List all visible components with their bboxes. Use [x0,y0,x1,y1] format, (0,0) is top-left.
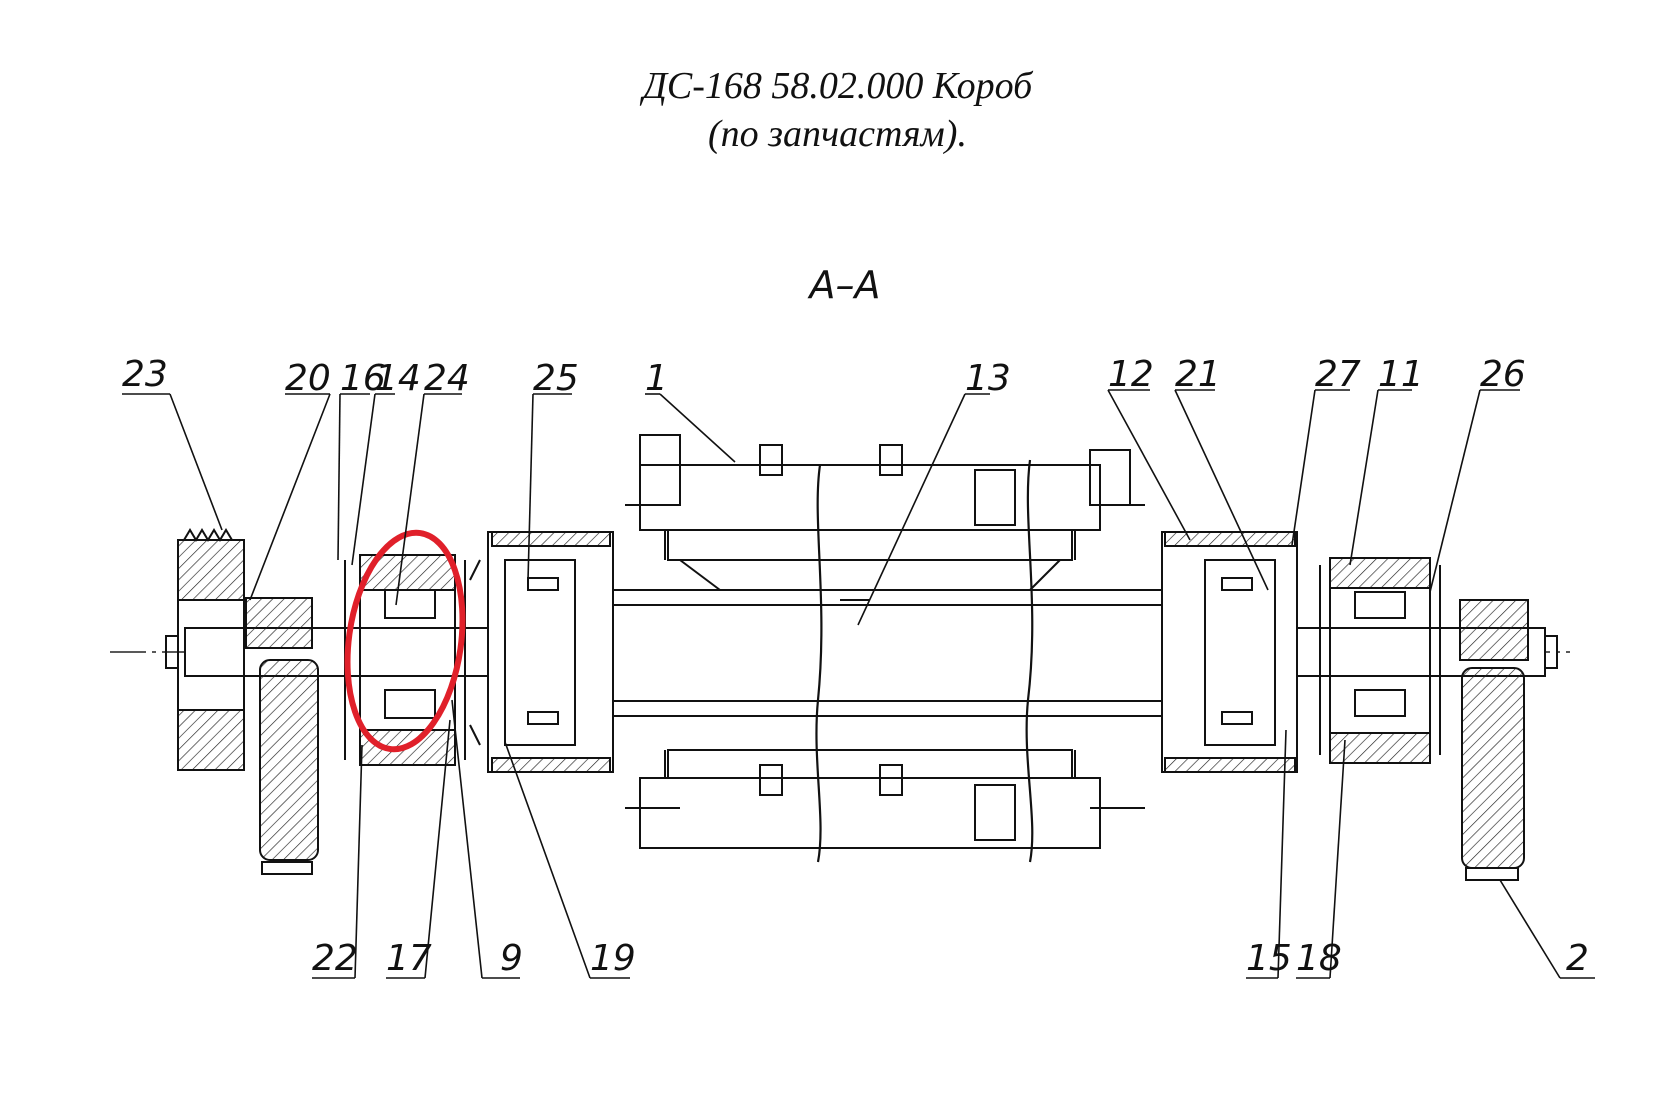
drawing-title: ДС-168 58.02.000 Короб (по запчастям). [0,62,1675,158]
right-inner-bearing-unit [1161,531,1298,773]
callout-17: 17 [386,938,432,979]
right-outer-bearing-unit [1319,557,1441,764]
title-line-2: (по запчастям). [708,113,967,155]
title-line-1: ДС-168 58.02.000 Короб [642,65,1033,107]
leader-lines-bottom [312,699,1595,979]
leader-lines-top [122,389,1520,626]
shaft-end-nuts [165,635,1558,669]
highlight-circle [344,529,466,753]
callout-20: 20 [285,358,331,399]
section-label: А–А [807,263,881,307]
callout-11: 11 [1378,354,1424,395]
callout-24: 24 [424,358,470,399]
left-inner-bearing-unit [469,531,614,773]
main-shaft [184,589,1546,717]
callout-1: 1 [645,358,668,399]
callout-16: 16 [340,358,386,399]
callout-22: 22 [312,938,358,979]
callout-26: 26 [1480,354,1526,395]
callout-27: 27 [1315,354,1361,395]
left-eccentric-weight [245,597,319,875]
callout-15: 15 [1246,938,1292,979]
callout-21: 21 [1175,354,1221,395]
callout-9: 9 [500,938,523,979]
callout-18: 18 [1296,938,1342,979]
right-eccentric-weight [1459,599,1529,881]
callout-2: 2 [1566,938,1589,979]
callout-23: 23 [122,354,168,395]
callout-14: 14 [375,358,421,399]
callout-19: 19 [590,938,636,979]
central-housing [625,434,1145,863]
callouts-bottom: 22 17 9 19 15 18 2 [312,938,1589,979]
callout-12: 12 [1108,354,1154,395]
callout-25: 25 [533,358,579,399]
callouts-top: 23 20 16 14 24 25 1 13 12 21 27 11 26 [122,354,1526,399]
callout-13: 13 [965,358,1011,399]
